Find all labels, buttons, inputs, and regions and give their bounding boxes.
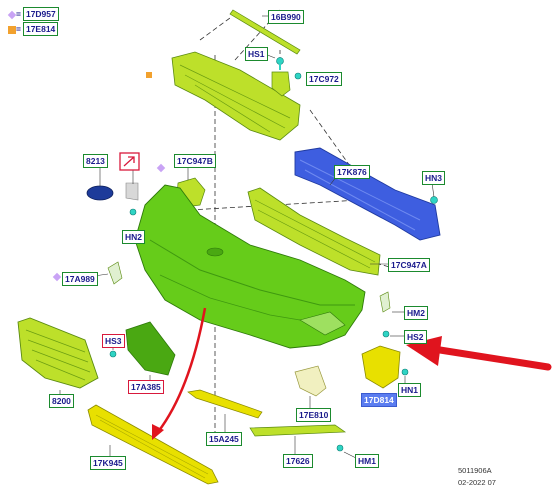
lower-strip-part (249, 424, 347, 437)
17c972-clip (294, 72, 302, 80)
label-17c947a[interactable]: 17C947A (388, 258, 430, 272)
label-17d814[interactable]: 17D814 (361, 393, 397, 407)
hs2-fastener (382, 330, 390, 338)
square-icon (8, 25, 16, 34)
label-15a245[interactable]: 15A245 (206, 432, 242, 446)
label-hs2[interactable]: HS2 (404, 330, 427, 344)
edit-arrow-icon (119, 152, 140, 171)
label-17a989[interactable]: 17A989 (62, 272, 98, 286)
label-hn1[interactable]: HN1 (398, 383, 422, 397)
hn3-nut (430, 196, 438, 204)
label-17k945[interactable]: 17K945 (90, 456, 126, 470)
label-17k876[interactable]: 17K876 (334, 165, 370, 179)
label-hm2[interactable]: HM2 (404, 306, 428, 320)
label-8213[interactable]: 8213 (83, 154, 108, 168)
lower-absorber-part (247, 187, 381, 276)
legend-code: 17E814 (22, 22, 59, 36)
hm1-clip (336, 444, 344, 452)
legend-row-square: =17E814 (8, 22, 59, 36)
hn2-nut (129, 208, 137, 216)
label-hn2[interactable]: HN2 (122, 230, 146, 244)
label-17626[interactable]: 17626 (283, 454, 313, 468)
upper-bracket-part (171, 51, 301, 141)
label-16b990[interactable]: 16B990 (268, 10, 304, 24)
label-8200[interactable]: 8200 (49, 394, 74, 408)
hn1-nut (401, 368, 409, 376)
ford-logo-icon (86, 185, 114, 201)
grille-part (17, 317, 99, 389)
label-17e810[interactable]: 17E810 (296, 408, 332, 422)
lower-bracket-part (294, 365, 327, 397)
hs3-fastener (109, 350, 117, 358)
label-hs1[interactable]: HS1 (245, 47, 268, 61)
label-17c947b[interactable]: 17C947B (174, 154, 216, 168)
label-hs3[interactable]: HS3 (102, 334, 125, 348)
diagram-date: 02-2022 07 (458, 478, 496, 487)
fog-bezel-part (361, 345, 401, 389)
legend-code: 17D957 (22, 7, 59, 21)
label-17c972[interactable]: 17C972 (306, 72, 342, 86)
plate-part (125, 321, 176, 376)
label-hm1[interactable]: HM1 (355, 454, 379, 468)
legend-equals: = (16, 24, 21, 34)
legend-equals: = (16, 9, 21, 19)
label-hn3[interactable]: HN3 (422, 171, 446, 185)
diamond-icon (156, 163, 166, 173)
bumper-cover-part (134, 184, 366, 349)
lower-grille-part (87, 404, 219, 485)
hm2-clip (379, 291, 391, 313)
top-strip-part (229, 9, 301, 55)
diagram-code: 5011906A (458, 466, 492, 475)
trim-strip-part (187, 389, 263, 419)
diamond-icon (7, 10, 17, 19)
diamond-icon (52, 272, 62, 282)
17a989-clip (107, 261, 123, 285)
hs1-fastener (276, 57, 284, 70)
legend-row-diamond: =17D957 (7, 7, 59, 21)
square-icon (146, 72, 152, 78)
label-17a385[interactable]: 17A385 (128, 380, 164, 394)
emblem-bracket-part (125, 182, 139, 201)
small-bracket-part (271, 71, 291, 97)
